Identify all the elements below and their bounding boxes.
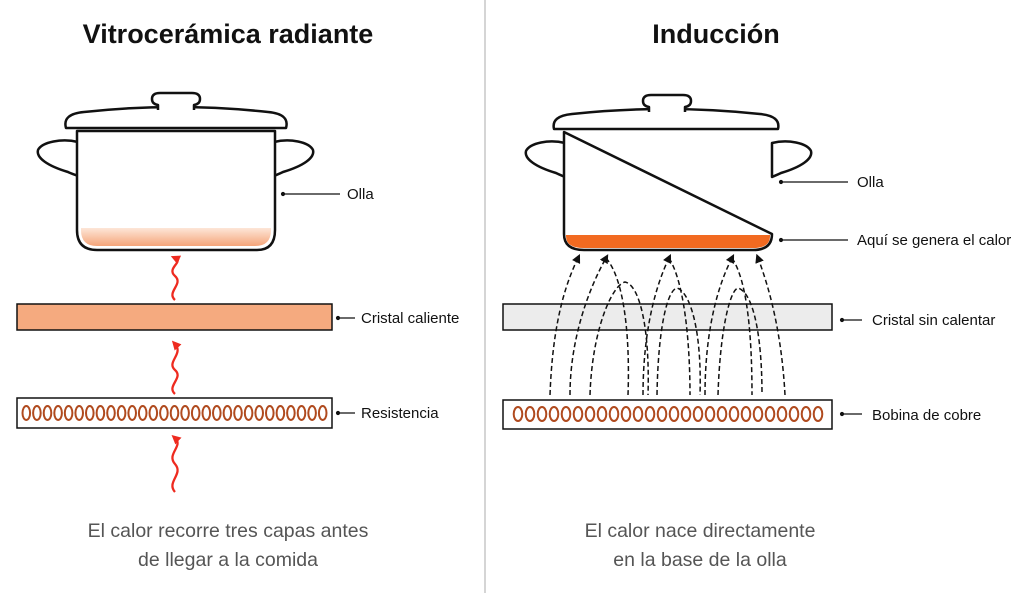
coil-turn xyxy=(716,406,728,422)
coil-turn xyxy=(692,406,704,422)
coil-turn xyxy=(243,405,254,421)
hot-glass-layer xyxy=(16,303,333,331)
coil-turn xyxy=(752,406,764,422)
coil-turn xyxy=(608,406,620,422)
coil-turn xyxy=(212,405,222,421)
coil-turn xyxy=(740,406,752,422)
heat-arrow-icon xyxy=(171,434,182,493)
coil-turn xyxy=(536,406,548,422)
magnetic-field-arrow-icon xyxy=(549,253,581,396)
heat-zone-label: Aquí se genera el calor xyxy=(857,232,1011,249)
right-title: Inducción xyxy=(652,19,780,49)
coil-turn xyxy=(21,405,32,421)
right-caption-line-1: El calor nace directamente xyxy=(585,520,816,542)
coil-turn xyxy=(620,406,632,422)
magnetic-field-arc xyxy=(589,281,650,396)
left-caption-line-2: de llegar a la comida xyxy=(138,549,318,571)
coil-turn xyxy=(584,406,596,422)
coil-turn xyxy=(127,405,137,421)
left-caption-line-1: El calor recorre tres capas antes xyxy=(88,520,369,542)
coil-turn xyxy=(572,406,584,422)
coil-turn xyxy=(254,405,265,421)
resistance-element xyxy=(16,397,333,429)
coil-turn xyxy=(233,405,243,421)
coil-turn xyxy=(275,405,286,421)
coil-turn xyxy=(74,405,84,421)
right-panel: Inducción Olla Aquí se genera el calor C… xyxy=(502,19,1011,571)
coil-turn xyxy=(307,405,317,421)
coil-turn xyxy=(728,406,740,422)
copper-coil-element xyxy=(502,399,833,430)
heat-arrow-icon xyxy=(170,255,182,301)
coil-turn xyxy=(524,406,536,422)
magnetic-field-lines xyxy=(549,253,786,396)
left-pot-icon xyxy=(36,91,315,252)
magnetic-field-arrow-icon xyxy=(704,254,735,396)
coil-turn xyxy=(116,405,127,421)
right-pot-icon xyxy=(524,93,813,252)
right-coil-label: Bobina de cobre xyxy=(872,407,981,424)
coil-turn xyxy=(668,406,680,422)
magnetic-field-arc xyxy=(668,257,691,396)
coil-turn xyxy=(201,405,212,421)
coil-turn xyxy=(169,405,180,421)
magnetic-field-arc xyxy=(717,287,763,396)
coil-turn xyxy=(296,405,307,421)
right-glass-label: Cristal sin calentar xyxy=(872,312,995,329)
heat-arrow-icon xyxy=(171,340,182,395)
coil-turn xyxy=(512,406,524,422)
coil-turn xyxy=(644,406,656,422)
coil-turn xyxy=(137,405,148,421)
magnetic-field-arc xyxy=(656,287,701,396)
coil-turn xyxy=(286,405,296,421)
coil-turn xyxy=(548,406,560,422)
cool-glass-layer xyxy=(502,303,833,331)
left-glass-label: Cristal caliente xyxy=(361,310,459,327)
coil-turn xyxy=(106,405,116,421)
left-element-label: Resistencia xyxy=(361,405,439,422)
magnetic-field-arc xyxy=(731,257,753,396)
right-pot-label: Olla xyxy=(857,174,884,191)
coil-turn xyxy=(776,406,788,422)
coil-turn xyxy=(656,406,668,422)
coil-turn xyxy=(32,405,42,421)
coil-turn xyxy=(265,405,275,421)
coil-turn xyxy=(632,406,644,422)
coil-turn xyxy=(800,406,812,422)
magnetic-field-arc xyxy=(605,257,630,396)
coil-turn xyxy=(85,405,95,421)
resistance-coils xyxy=(21,405,328,421)
coil-turn xyxy=(42,405,53,421)
coil-turn xyxy=(180,405,190,421)
left-panel: Vitrocerámica radiante Olla Cristal cali… xyxy=(16,19,459,571)
coil-turn xyxy=(63,405,74,421)
coil-turn xyxy=(222,405,233,421)
coil-turn xyxy=(812,406,824,422)
right-caption-line-2: en la base de la olla xyxy=(613,549,787,571)
coil-turn xyxy=(53,405,63,421)
coil-turn xyxy=(680,406,692,422)
coil-turn xyxy=(596,406,608,422)
coil-turn xyxy=(148,405,159,421)
coil-turn xyxy=(560,406,572,422)
coil-turn xyxy=(317,405,328,421)
coil-turn xyxy=(788,406,800,422)
coil-turn xyxy=(704,406,716,422)
coil-turn xyxy=(95,405,106,421)
copper-coil-turns xyxy=(512,406,824,422)
magnetic-field-arrow-icon xyxy=(755,253,786,396)
left-pot-label: Olla xyxy=(347,186,374,203)
coil-turn xyxy=(190,405,201,421)
left-title: Vitrocerámica radiante xyxy=(83,19,374,49)
magnetic-field-arrow-icon xyxy=(569,254,609,396)
coil-turn xyxy=(764,406,776,422)
coil-turn xyxy=(159,405,169,421)
magnetic-field-arrow-icon xyxy=(642,253,672,396)
